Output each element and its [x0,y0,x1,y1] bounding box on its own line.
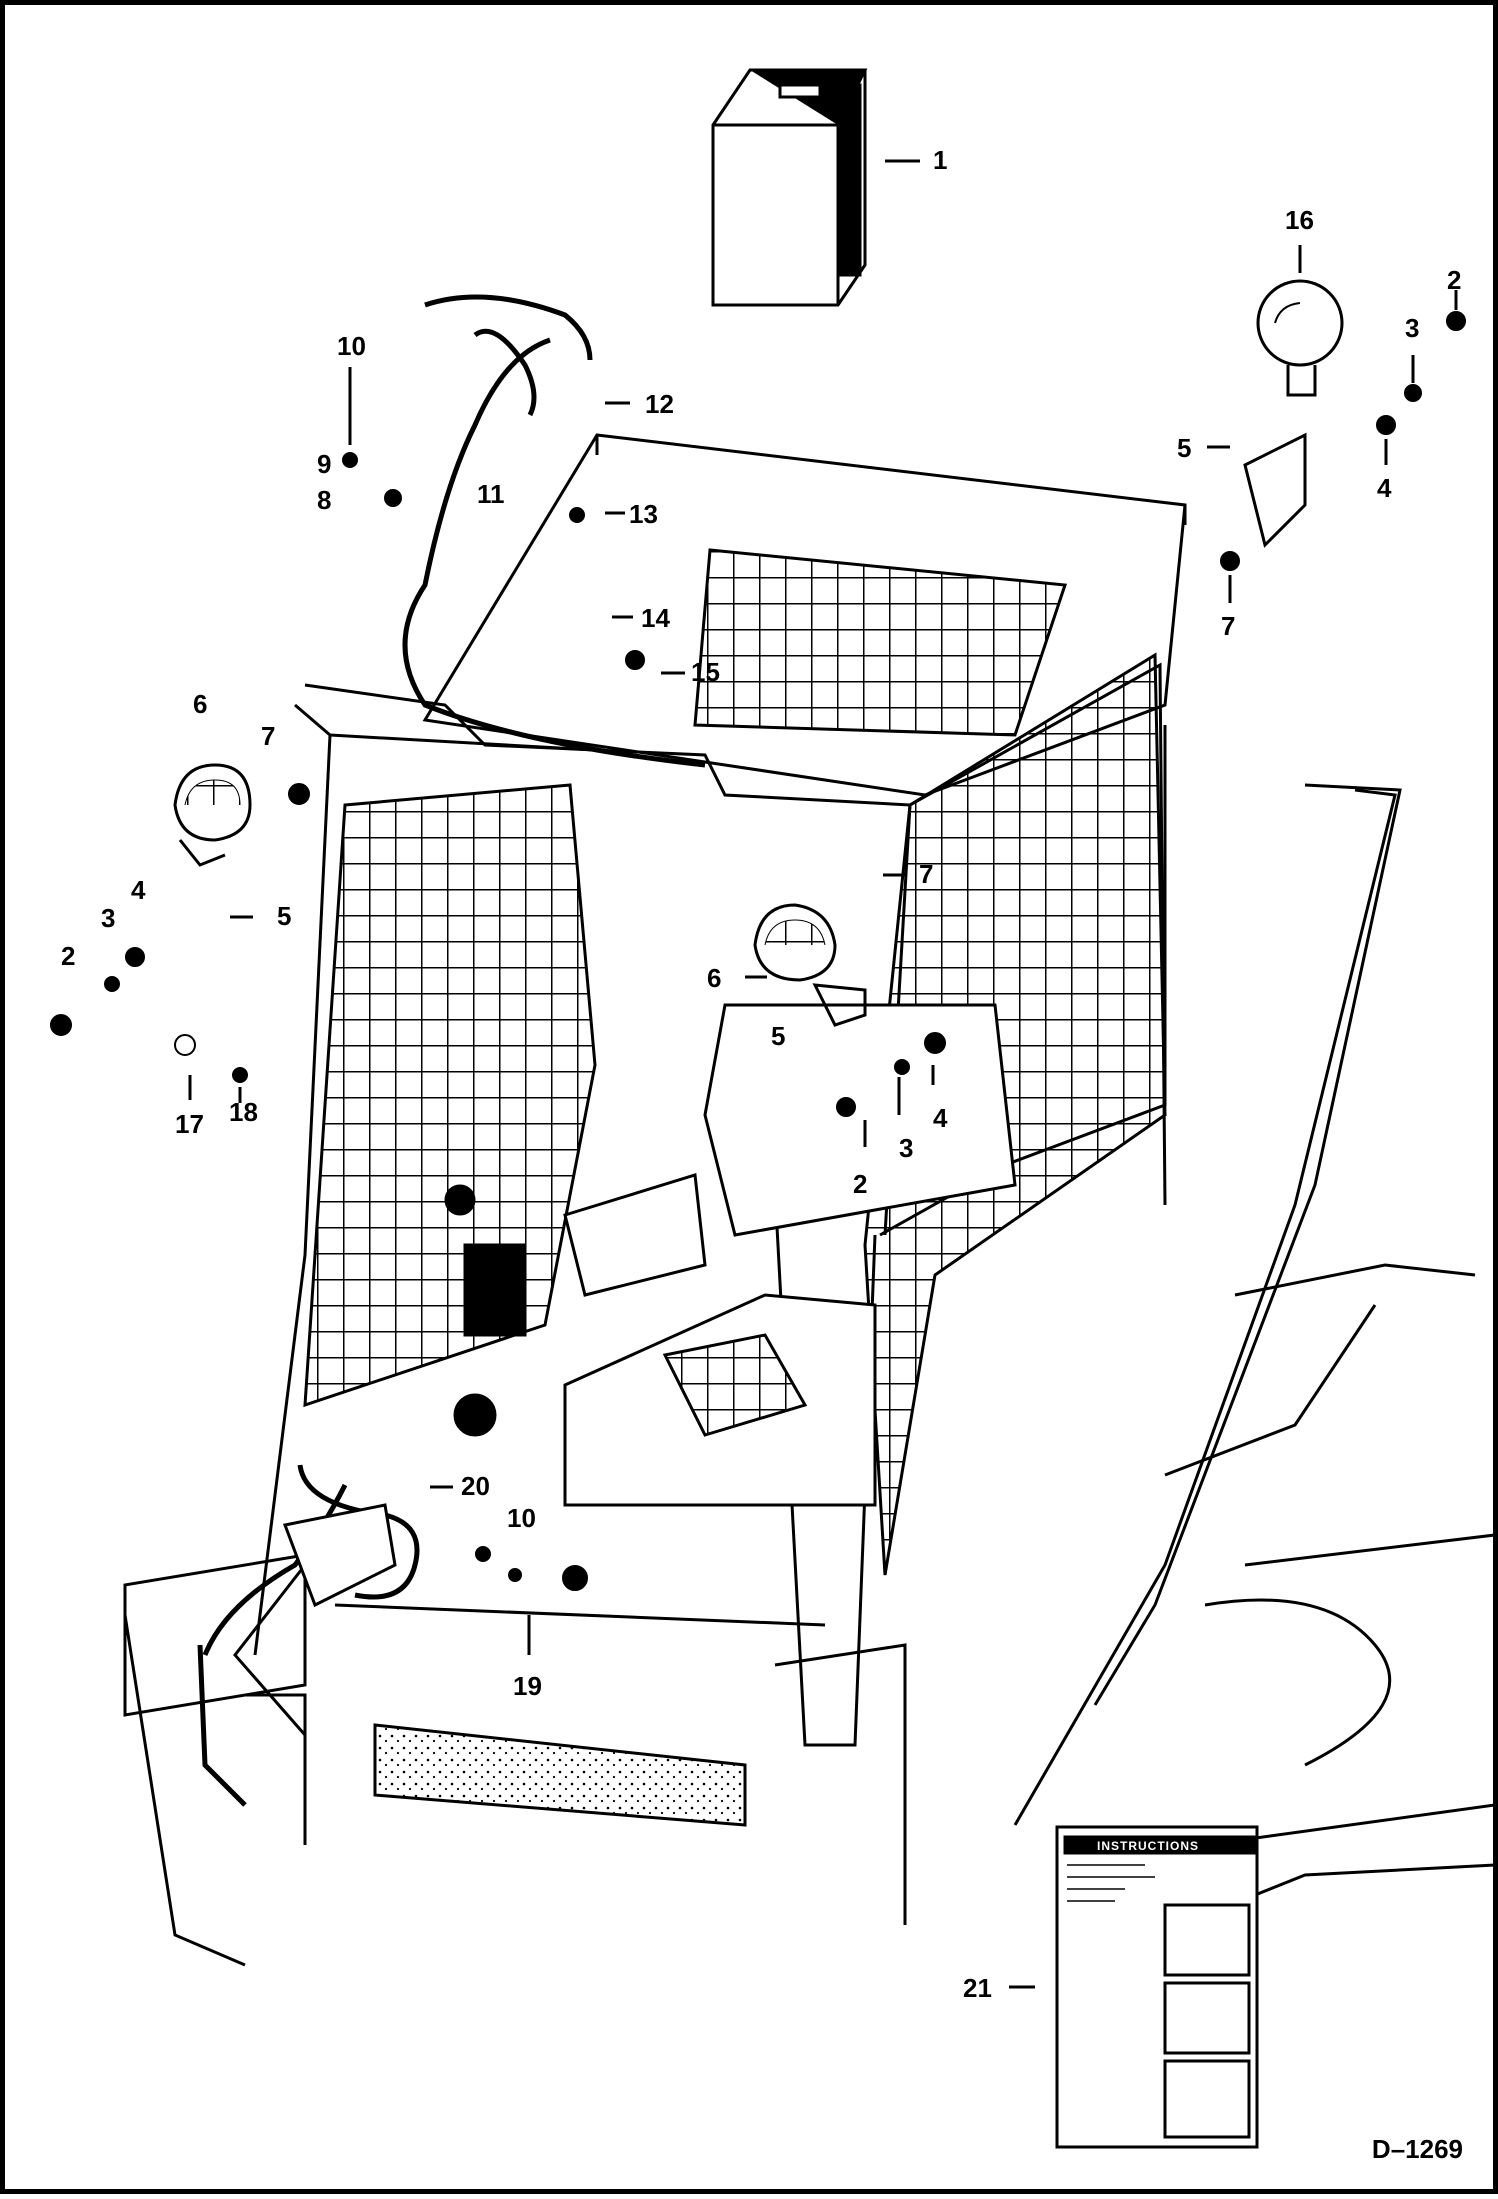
callout-5: 5 [771,1021,786,1051]
callout-5: 5 [1177,433,1192,463]
callout-2: 2 [1447,265,1462,295]
left-side-screen [303,783,597,1408]
callout-6: 6 [193,689,208,719]
callout-4: 4 [933,1103,948,1133]
callout-8: 8 [317,485,332,515]
callout-12: 12 [645,389,674,419]
dashboard-switch-panel [282,1184,527,1608]
callout-4: 4 [131,875,146,905]
callout-5: 5 [277,901,292,931]
callout-1: 1 [933,145,948,175]
leader-lines [188,245,1458,1989]
right-side-screen [863,652,1167,1576]
callout-13: 13 [629,499,658,529]
instruction-decal-title: INSTRUCTIONS [1097,1839,1199,1853]
callout-3: 3 [1405,313,1420,343]
work-light-left [173,763,252,867]
callout-20: 20 [461,1471,490,1501]
callout-9: 9 [317,449,332,479]
callout-2: 2 [61,941,76,971]
callout-10: 10 [337,331,366,361]
hardware [50,311,1466,1591]
operator-manual-part [711,68,920,307]
callout-19: 19 [513,1671,542,1701]
callout-15: 15 [691,657,720,687]
callout-7: 7 [1221,611,1236,641]
callout-18: 18 [229,1097,258,1127]
callout-10: 10 [507,1503,536,1533]
callout-3: 3 [899,1133,914,1163]
callout-14: 14 [641,603,670,633]
beacon-light [1243,279,1344,548]
lower-frame [123,1553,907,1967]
callout-3: 3 [101,903,116,933]
callout-7: 7 [261,721,276,751]
drawing-number: D–1269 [1371,2134,1463,2164]
callout-17: 17 [175,1109,204,1139]
wiring-harness [197,294,706,1807]
callout-7: 7 [919,859,934,889]
callout-4: 4 [1377,473,1392,503]
callout-2: 2 [853,1169,868,1199]
parts-illustration [50,68,1497,2149]
instruction-decal-part [1055,1825,1259,2149]
callout-16: 16 [1285,205,1314,235]
operator-seat [563,1003,1017,1507]
callout-21: 21 [963,1973,992,2003]
work-light-center [753,903,867,1027]
callout-11: 11 [477,479,505,509]
callout-6: 6 [707,963,722,993]
